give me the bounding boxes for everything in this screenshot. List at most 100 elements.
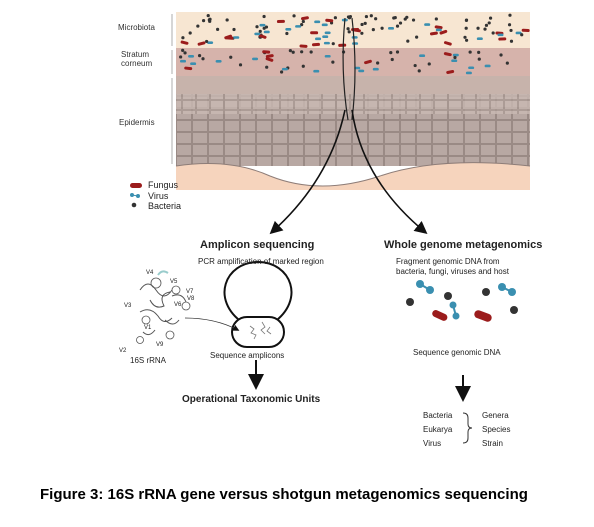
bacteria-dot	[291, 50, 295, 54]
pcr-tube-icon	[223, 260, 293, 348]
bacteria-dot	[395, 50, 400, 54]
bacteria-dot	[483, 27, 487, 31]
16s-rrna-structure-icon	[136, 270, 191, 344]
microbes-group	[179, 13, 530, 75]
amplicon-title: Amplicon sequencing	[200, 239, 315, 251]
fungus-mark	[498, 37, 507, 41]
bacteria-dot	[380, 26, 384, 30]
rrna-region-v9: V9	[156, 342, 164, 348]
virus-mark	[314, 20, 321, 24]
bacteria-dot	[301, 64, 305, 68]
virus-mark	[435, 28, 442, 32]
bacteria-dot	[468, 50, 472, 54]
virus-mark	[295, 25, 302, 28]
amplicon-result: Operational Taxonomic Units	[182, 394, 321, 405]
bacteria-dot	[288, 49, 292, 53]
virus-mark	[484, 64, 491, 68]
bacteria-dot	[434, 17, 438, 21]
virus-mark	[323, 41, 330, 45]
bacteria-dot	[415, 35, 419, 39]
bacteria-dot	[196, 24, 200, 28]
virus-mark	[324, 31, 331, 35]
legend-bacteria: Bacteria	[148, 201, 182, 211]
bacteria-dot	[484, 23, 489, 27]
bacteria-dot	[398, 21, 403, 25]
virus-mark	[315, 37, 322, 41]
bacteria-dot	[309, 50, 313, 54]
label-stratum-line2: corneum	[121, 59, 153, 68]
virus-mark	[233, 36, 240, 39]
amplicon-subtitle: PCR amplification of marked region	[198, 257, 324, 266]
virus-mark	[465, 71, 472, 75]
virus-mark	[254, 32, 261, 36]
bacteria-dot	[181, 36, 185, 40]
bacteria-dot	[520, 33, 524, 37]
fungus-mark	[338, 43, 347, 47]
stratum-corneum-layer	[176, 48, 530, 76]
virus-mark	[252, 57, 259, 61]
bacteria-dot	[300, 50, 304, 54]
bacteria-dot	[265, 65, 269, 69]
bacteria-dot	[225, 18, 229, 22]
bacteria-dot	[333, 16, 337, 20]
fungus-mark	[364, 59, 372, 65]
bacteria-dot	[488, 16, 493, 20]
rrna-region-v1: V1	[144, 325, 152, 331]
bacteria-dot	[507, 23, 512, 27]
bacteria-dot	[183, 51, 187, 55]
virus-mark	[419, 54, 426, 58]
fungus-mark	[353, 28, 361, 33]
bacteria-dot	[376, 61, 380, 65]
fungus-mark	[258, 34, 267, 39]
bacteria-dot	[201, 18, 206, 23]
bacteria-dot	[371, 28, 375, 32]
virus-mark	[354, 66, 361, 70]
virus-mark	[452, 53, 459, 57]
virus-mark	[313, 69, 320, 73]
rrna-region-v8: V8	[187, 296, 195, 302]
bacteria-dot	[301, 19, 305, 24]
bacteria-dot	[363, 21, 367, 25]
bacteria-dot	[285, 31, 289, 36]
fungus-mark	[184, 66, 193, 71]
bacteria-dot	[477, 50, 481, 54]
bacteria-dot	[347, 16, 352, 20]
arrow-to-amplicon	[269, 109, 346, 235]
virus-mark	[263, 30, 270, 34]
bacteria-dot	[427, 62, 431, 66]
virus-mark	[207, 41, 214, 44]
fungus-mark	[434, 25, 443, 30]
fungus-mark	[443, 52, 452, 57]
virus-mark	[352, 42, 359, 45]
virus-mark	[180, 59, 187, 63]
fungus-mark	[276, 19, 285, 24]
fungus-mark	[446, 70, 455, 74]
bacteria-dot	[279, 70, 284, 74]
bacteria-dot	[453, 55, 457, 60]
fungus-mark	[439, 29, 448, 35]
label-epidermis: Epidermis	[119, 118, 155, 127]
bacteria-dot	[205, 39, 209, 44]
bacteria-dot	[347, 30, 351, 34]
virus-mark	[388, 27, 395, 30]
fungus-mark	[521, 28, 530, 33]
skin-cross-section	[175, 12, 531, 190]
dermis-layer	[176, 162, 530, 190]
bacteria-dot	[262, 14, 266, 19]
virus-mark	[497, 33, 504, 37]
bacteria-dot	[179, 55, 183, 59]
bacteria-dot	[229, 55, 233, 59]
wgm-left-eukarya: Eukarya	[423, 425, 453, 434]
wgm-sequence-label: Sequence genomic DNA	[413, 348, 501, 357]
label-stratum-line1: Stratum	[121, 50, 150, 59]
fungus-mark	[299, 44, 308, 48]
bacteria-dot	[255, 25, 259, 29]
rrna-region-v5: V5	[170, 279, 178, 285]
rrna-region-v2: V2	[119, 348, 127, 354]
bacteria-dot	[392, 16, 396, 20]
virus-mark	[451, 59, 458, 63]
bacteria-dot	[181, 48, 185, 52]
bacteria-dot	[413, 63, 417, 68]
bacteria-dot	[292, 14, 296, 18]
